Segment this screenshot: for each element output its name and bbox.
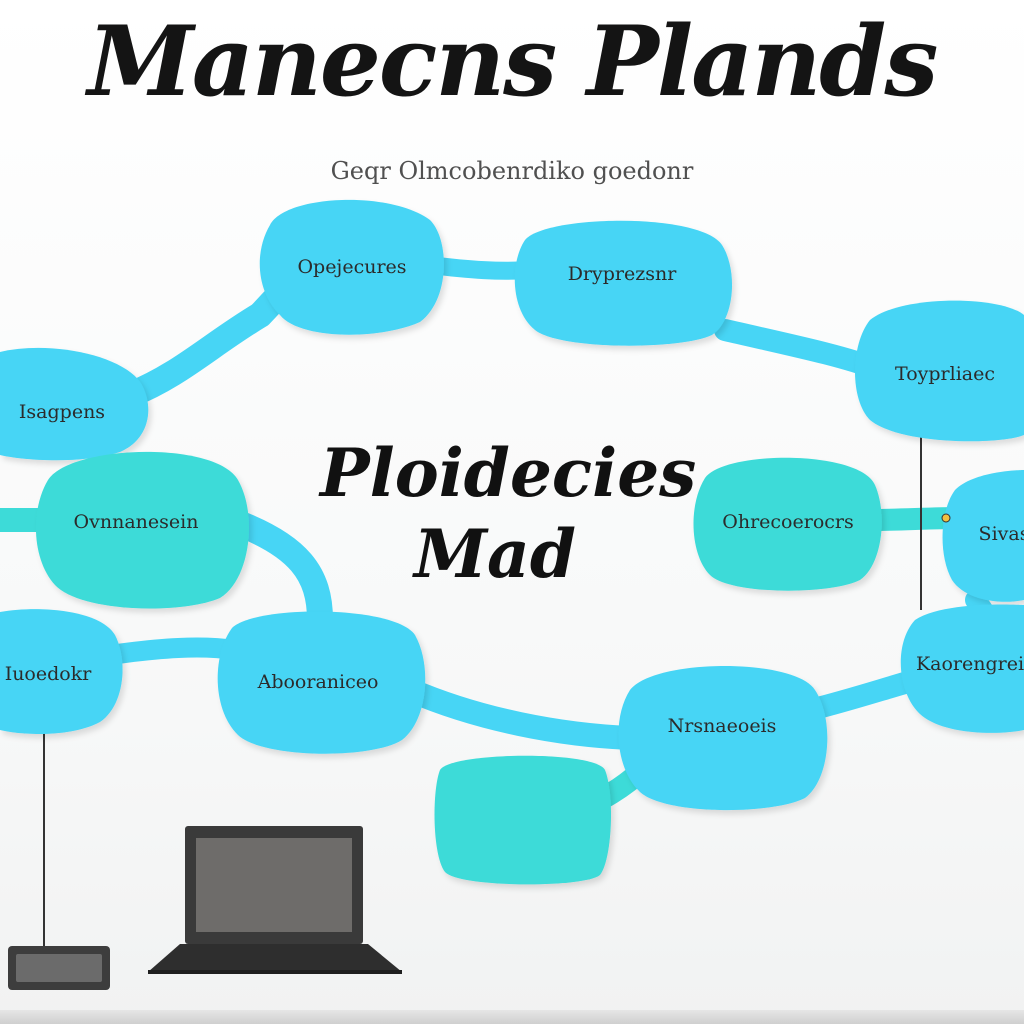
main-title: Manecns Plands bbox=[87, 5, 939, 118]
connector-bottomcenter-lowermid bbox=[398, 678, 642, 750]
node-label-topmid: Dryprezsnr bbox=[568, 263, 678, 285]
node-bottomright-shape bbox=[900, 604, 1024, 733]
node-label-top: Opejecures bbox=[297, 256, 406, 278]
connector-midleft-bottomcenter bbox=[217, 507, 333, 633]
node-label-bottomleft: Iuoedokr bbox=[5, 663, 93, 685]
node-label-left: Isagpens bbox=[19, 401, 105, 423]
nodes bbox=[0, 199, 1024, 885]
center-title-line2: Mad bbox=[414, 515, 576, 593]
connector-lowermid-bottomright bbox=[799, 669, 926, 721]
connector-dot bbox=[941, 513, 951, 523]
node-label-farright: Toyprliaec bbox=[895, 363, 995, 385]
node-label-rightedge: Sivas bbox=[979, 523, 1024, 545]
laptop-icon bbox=[148, 826, 402, 974]
center-title: Ploidecies Mad bbox=[320, 432, 697, 594]
node-lowermid-shape bbox=[618, 666, 828, 811]
center-title-line1: Ploidecies bbox=[320, 434, 697, 512]
connector-bottomleft-bottomcenter bbox=[100, 637, 245, 665]
device-box-icon bbox=[8, 946, 110, 990]
node-label-lowermid: Nrsnaeoeis bbox=[668, 715, 777, 737]
node-farright-shape bbox=[855, 300, 1024, 442]
node-topmid-shape bbox=[514, 220, 733, 346]
node-left-shape bbox=[0, 347, 149, 461]
node-rightedge-shape bbox=[942, 470, 1024, 602]
node-top-shape bbox=[259, 199, 444, 335]
node-midright-shape bbox=[693, 457, 882, 591]
subtitle: Geqr Olmcobenrdiko goedonr bbox=[330, 157, 694, 185]
connector-top-topmid bbox=[421, 256, 539, 280]
node-bottomleft-shape bbox=[0, 609, 123, 734]
node-bottomcenter-shape bbox=[217, 611, 426, 754]
node-labels: Opejecures Dryprezsnr Toyprliaec Isagpen… bbox=[5, 256, 1024, 737]
node-tealbox-shape bbox=[434, 755, 612, 885]
node-label-bottomcenter: Abooraniceo bbox=[257, 671, 379, 693]
node-label-bottomright: Kaorengrei bbox=[916, 653, 1024, 675]
node-midleft-shape bbox=[35, 451, 250, 609]
node-label-midleft: Ovnnanesein bbox=[74, 511, 199, 533]
node-label-midright: Ohrecoerocrs bbox=[722, 511, 853, 533]
paper-edge bbox=[0, 1010, 1024, 1024]
